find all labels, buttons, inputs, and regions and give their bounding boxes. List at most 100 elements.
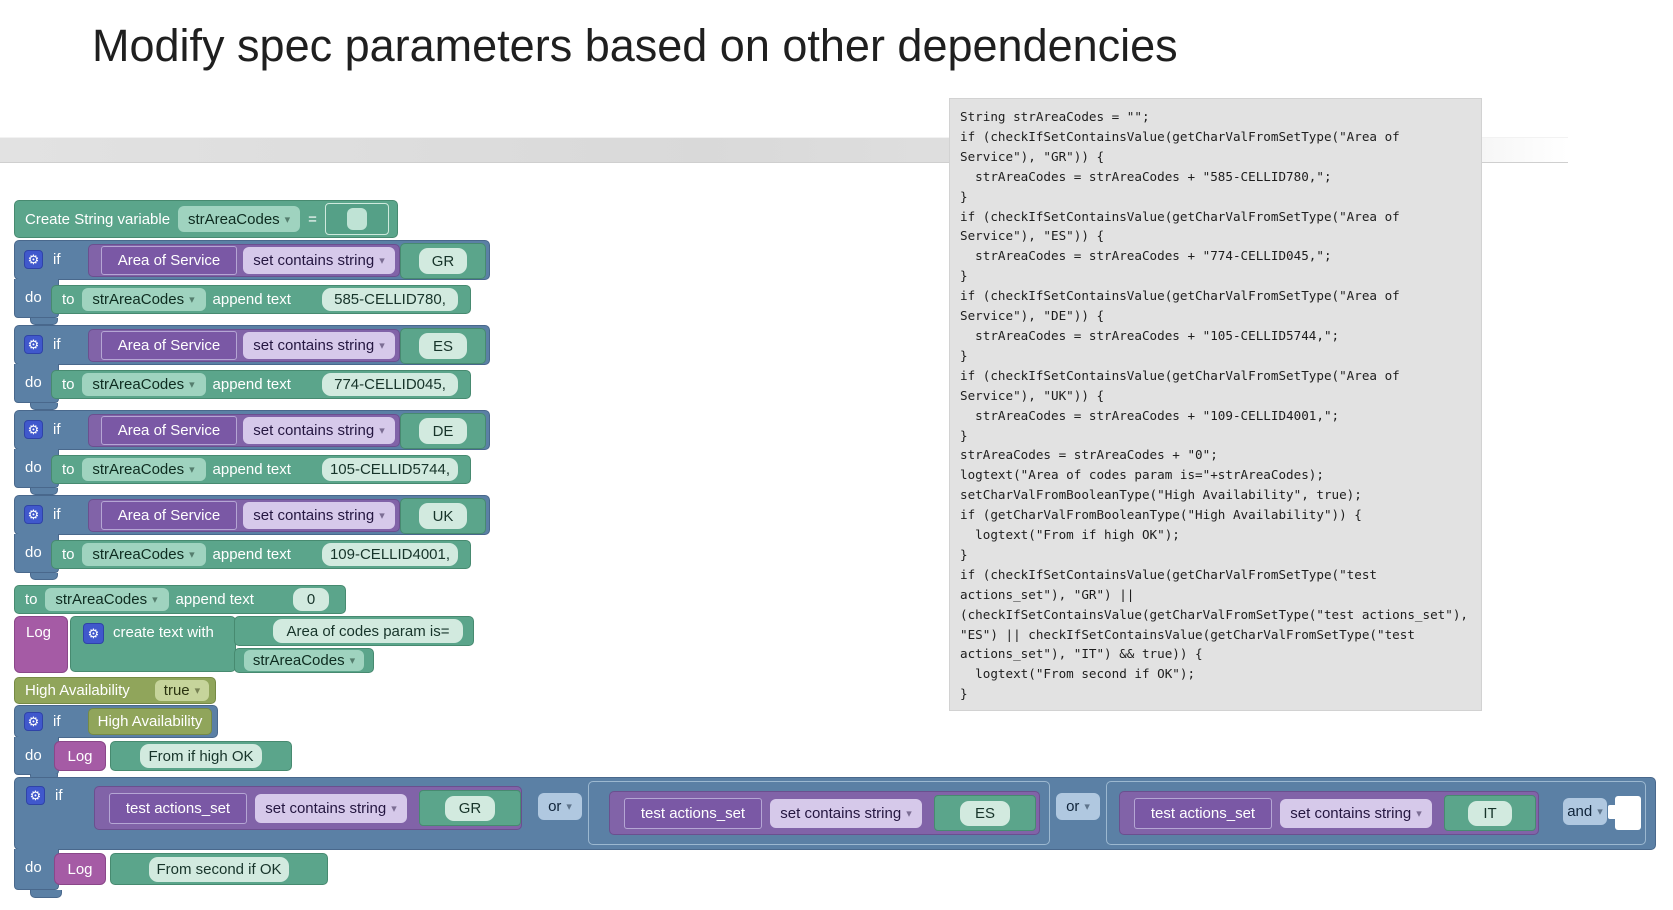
- to-label: to: [62, 461, 75, 478]
- log-block[interactable]: Log: [14, 616, 68, 673]
- log-block[interactable]: Log: [54, 853, 106, 885]
- append-value-field[interactable]: 0: [293, 588, 329, 611]
- slide-title: Modify spec parameters based on other de…: [92, 20, 1178, 71]
- value-block[interactable]: GR: [400, 243, 486, 279]
- mutator-gear-icon[interactable]: [24, 505, 43, 524]
- set-name-block[interactable]: Area of Service: [101, 501, 237, 530]
- next-connector-tab: [30, 488, 58, 495]
- condition-block-es[interactable]: test actions_set set contains string ES: [609, 791, 1040, 835]
- append-value-field[interactable]: 585-CELLID780,: [322, 288, 458, 311]
- boolean-value-label: true: [163, 682, 190, 699]
- variable-dropdown-value: strAreaCodes: [187, 210, 280, 228]
- create-variable-label: Create String variable: [25, 210, 171, 228]
- mutator-gear-icon[interactable]: [24, 335, 43, 354]
- append-value-field[interactable]: 109-CELLID4001,: [322, 543, 458, 566]
- text-value-block[interactable]: Area of codes param is=: [234, 616, 474, 646]
- condition-block[interactable]: Area of Service set contains string: [88, 499, 400, 532]
- log-block[interactable]: Log: [54, 741, 106, 771]
- append-value-field[interactable]: 774-CELLID045,: [322, 373, 458, 396]
- if-block-area-of-service-2[interactable]: if Area of Service set contains string E…: [14, 325, 494, 410]
- variable-dropdown[interactable]: strAreaCodes: [244, 650, 364, 671]
- logic-join-dropdown[interactable]: or: [1056, 793, 1100, 820]
- variable-dropdown[interactable]: strAreaCodes: [81, 373, 206, 396]
- if-block-high-availability[interactable]: if High Availability do Log From if high…: [14, 705, 314, 785]
- empty-string-socket[interactable]: [324, 203, 389, 235]
- value-text-field[interactable]: ES: [960, 800, 1010, 826]
- value-block[interactable]: ES: [934, 795, 1036, 831]
- append-text-label: append text: [212, 291, 291, 308]
- if-label: if: [53, 336, 61, 353]
- value-text-field[interactable]: IT: [1468, 800, 1512, 826]
- value-text-field[interactable]: ES: [419, 333, 467, 359]
- operator-dropdown[interactable]: set contains string: [243, 417, 395, 444]
- condition-block[interactable]: Area of Service set contains string: [88, 414, 400, 447]
- variable-dropdown[interactable]: strAreaCodes: [81, 288, 206, 311]
- value-text-field[interactable]: UK: [419, 503, 467, 529]
- variable-dropdown[interactable]: strAreaCodes: [44, 588, 169, 611]
- operator-dropdown[interactable]: set contains string: [243, 332, 395, 359]
- value-block[interactable]: DE: [400, 413, 486, 449]
- value-text-field[interactable]: GR: [419, 248, 467, 274]
- variable-value-block[interactable]: strAreaCodes: [234, 648, 374, 673]
- condition-block[interactable]: Area of Service set contains string: [88, 244, 400, 277]
- append-text-block[interactable]: to strAreaCodes append text 585-CELLID78…: [51, 285, 471, 314]
- text-field[interactable]: From if high OK: [140, 744, 262, 768]
- condition-boolean-block[interactable]: High Availability: [88, 708, 212, 735]
- text-value-block[interactable]: From second if OK: [110, 853, 328, 885]
- condition-block-it[interactable]: test actions_set set contains string IT: [1119, 791, 1539, 835]
- condition-block[interactable]: Area of Service set contains string: [88, 329, 400, 362]
- append-text-block[interactable]: to strAreaCodes append text 105-CELLID57…: [51, 455, 471, 484]
- value-block[interactable]: UK: [400, 498, 486, 534]
- create-text-with-block[interactable]: create text with: [70, 616, 236, 672]
- condition-block-gr[interactable]: test actions_set set contains string GR: [94, 786, 522, 830]
- next-connector-tab: [30, 403, 58, 410]
- mutator-gear-icon[interactable]: [24, 712, 43, 731]
- set-name-block[interactable]: test actions_set: [624, 797, 762, 829]
- set-name-block[interactable]: Area of Service: [101, 331, 237, 360]
- if-block-spine: [14, 849, 59, 890]
- mutator-gear-icon[interactable]: [24, 420, 43, 439]
- boolean-dropdown[interactable]: true: [155, 680, 209, 701]
- do-label: do: [25, 289, 42, 306]
- value-text-field[interactable]: DE: [419, 418, 467, 444]
- value-block[interactable]: IT: [1444, 795, 1536, 831]
- operator-dropdown[interactable]: set contains string: [1280, 798, 1432, 828]
- value-block[interactable]: ES: [400, 328, 486, 364]
- if-block-area-of-service-1[interactable]: if Area of Service set contains string G…: [14, 240, 494, 325]
- set-name-label: test actions_set: [125, 799, 231, 817]
- if-block-area-of-service-4[interactable]: if Area of Service set contains string U…: [14, 495, 494, 580]
- mutator-gear-icon[interactable]: [83, 623, 104, 644]
- operator-label: set contains string: [1290, 804, 1412, 822]
- append-zero-block[interactable]: to strAreaCodes append text 0: [14, 585, 346, 614]
- operator-label: set contains string: [780, 804, 902, 822]
- set-name-block[interactable]: test actions_set: [1134, 797, 1272, 829]
- variable-dropdown[interactable]: strAreaCodes: [81, 458, 206, 481]
- logic-join-dropdown[interactable]: or: [538, 793, 582, 820]
- value-block[interactable]: GR: [419, 790, 521, 826]
- logic-join-dropdown[interactable]: and: [1563, 798, 1607, 825]
- variable-dropdown[interactable]: strAreaCodes: [81, 543, 206, 566]
- if-block-test-actions[interactable]: if test actions_set set contains string …: [14, 777, 1659, 902]
- append-text-label: append text: [212, 376, 291, 393]
- operator-dropdown[interactable]: set contains string: [243, 247, 395, 274]
- text-value-block[interactable]: From if high OK: [110, 741, 292, 771]
- operator-dropdown[interactable]: set contains string: [770, 798, 922, 828]
- append-text-block[interactable]: to strAreaCodes append text 774-CELLID04…: [51, 370, 471, 399]
- value-text-field[interactable]: GR: [445, 795, 495, 821]
- set-name-block[interactable]: Area of Service: [101, 246, 237, 275]
- variable-dropdown[interactable]: strAreaCodes: [178, 206, 301, 232]
- set-name-block[interactable]: test actions_set: [109, 792, 247, 824]
- operator-dropdown[interactable]: set contains string: [255, 793, 407, 823]
- append-text-block[interactable]: to strAreaCodes append text 109-CELLID40…: [51, 540, 471, 569]
- text-field[interactable]: Area of codes param is=: [273, 619, 463, 643]
- if-block-area-of-service-3[interactable]: if Area of Service set contains string D…: [14, 410, 494, 495]
- block-create-string-variable[interactable]: Create String variable strAreaCodes =: [14, 200, 398, 238]
- variable-label: strAreaCodes: [92, 461, 185, 478]
- mutator-gear-icon[interactable]: [26, 786, 45, 805]
- text-field[interactable]: From second if OK: [149, 856, 289, 882]
- high-availability-block[interactable]: High Availability true: [14, 677, 216, 704]
- append-value-field[interactable]: 105-CELLID5744,: [322, 458, 458, 481]
- set-name-block[interactable]: Area of Service: [101, 416, 237, 445]
- operator-dropdown[interactable]: set contains string: [243, 502, 395, 529]
- mutator-gear-icon[interactable]: [24, 250, 43, 269]
